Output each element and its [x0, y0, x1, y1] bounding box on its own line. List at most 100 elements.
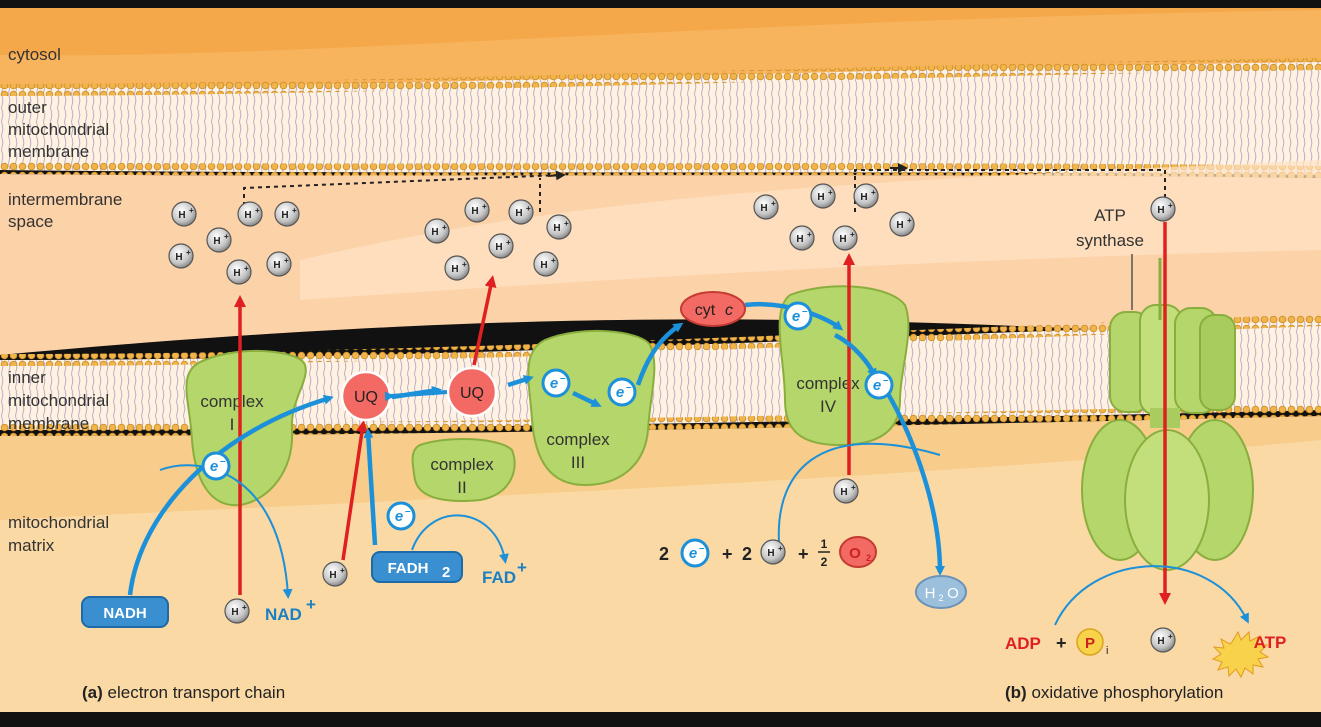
fadh2-label: FADH — [388, 560, 429, 577]
electron-marker-charge: – — [802, 306, 808, 317]
caption-b-text: oxidative phosphorylation — [1027, 683, 1224, 702]
electron-marker-label: e — [550, 375, 558, 392]
proton-ion-label: H — [860, 192, 867, 203]
fadh2-box: FADH 2 — [371, 551, 463, 583]
electron-marker-charge: – — [699, 543, 705, 554]
complex-1-numeral: I — [230, 415, 235, 434]
electron-marker-label: e — [210, 458, 218, 475]
proton-ion-charge: + — [551, 256, 556, 265]
proton-ion-label: H — [760, 203, 767, 214]
ubiquinone-2: UQ — [446, 366, 498, 418]
label-outer-3: membrane — [8, 142, 89, 161]
proton-ion-label: H — [553, 223, 560, 234]
caption-b-letter: (b) — [1005, 683, 1027, 702]
proton-ion-charge: + — [526, 204, 531, 213]
pi-sub: i — [1106, 645, 1108, 657]
electron-flow-arrows — [127, 301, 945, 596]
proton-ion-charge: + — [1168, 632, 1173, 641]
h2o-h: H — [925, 585, 936, 602]
eq-two-1: 2 — [659, 544, 669, 564]
uq-2-label: UQ — [460, 385, 484, 402]
nadh-label: NADH — [103, 605, 146, 622]
electron-marker-charge: – — [883, 375, 889, 386]
proton-ion: H+ — [533, 251, 559, 277]
electron-marker-label: e — [616, 384, 624, 401]
proton-ion-label: H — [839, 234, 846, 245]
fad-label: FAD — [482, 568, 516, 587]
proton-ion-label: H — [244, 210, 251, 221]
cytc-label-a: cyt — [695, 302, 716, 319]
caption-a-text: electron transport chain — [103, 683, 285, 702]
proton-ion-charge: + — [284, 256, 289, 265]
electron-marker: e– — [541, 368, 571, 398]
proton-ion: H+ — [168, 243, 194, 269]
proton-ion-charge: + — [778, 544, 783, 553]
proton-ion-charge: + — [564, 219, 569, 228]
proton-ion: H+ — [171, 201, 197, 227]
electron-marker: e– — [201, 451, 231, 481]
label-outer-2: mitochondrial — [8, 120, 109, 139]
proton-ion-label: H — [817, 192, 824, 203]
nad-plus: + — [306, 595, 316, 614]
electron-markers: e–e–e–e–e–e–e– — [201, 301, 894, 568]
oxygen-equation: 2 + 2 + 1 2 O 2 — [659, 536, 877, 569]
caption-b: (b) oxidative phosphorylation — [1005, 683, 1223, 702]
proton-ion: H+ — [424, 218, 450, 244]
proton-ion-label: H — [273, 260, 280, 271]
proton-ion-charge: + — [292, 206, 297, 215]
proton-ion: H+ — [789, 225, 815, 251]
complex-2: complex II — [411, 437, 516, 502]
complex-3-numeral: III — [571, 453, 585, 472]
label-inner-3: membrane — [8, 414, 89, 433]
proton-ion-label: H — [1157, 636, 1164, 647]
proton-pump-arrows — [234, 222, 1171, 605]
proton-ion: H+ — [832, 225, 858, 251]
h2o-sub: 2 — [938, 593, 943, 603]
proton-ion-label: H — [471, 206, 478, 217]
uq-1-label: UQ — [354, 389, 378, 406]
electron-marker-label: e — [792, 308, 800, 325]
complex-2-label: complex — [430, 455, 494, 474]
ubiquinone-1: UQ — [340, 370, 392, 422]
nad-label-group: NAD + — [265, 595, 316, 624]
proton-ion: H+ — [226, 259, 252, 285]
proton-ion-label: H — [540, 260, 547, 271]
complex-3: complex III — [527, 330, 656, 487]
proton-ion-label: H — [178, 210, 185, 221]
proton-ion-charge: + — [851, 483, 856, 492]
proton-ion-charge: + — [340, 566, 345, 575]
atp-synthase-label-2: synthase — [1076, 231, 1144, 250]
complex-1-label: complex — [200, 392, 264, 411]
proton-ion: H+ — [266, 251, 292, 277]
electron-marker-charge: – — [220, 456, 226, 467]
electron-marker-label: e — [395, 508, 403, 525]
proton-ion: H+ — [889, 211, 915, 237]
proton-ion: H+ — [1150, 196, 1176, 222]
water-molecule: H 2 O — [915, 575, 967, 609]
electron-marker: e– — [607, 377, 637, 407]
o2-label: O — [849, 545, 861, 562]
proton-ion-label: H — [431, 227, 438, 238]
label-matrix-1: mitochondrial — [8, 513, 109, 532]
atp-burst — [1211, 630, 1270, 679]
proton-ion-label: H — [515, 208, 522, 219]
nad-label: NAD — [265, 605, 302, 624]
proton-ion-label: H — [329, 570, 336, 581]
eq-half-den: 2 — [821, 555, 828, 569]
proton-ion-charge: + — [189, 206, 194, 215]
proton-ion-label: H — [1157, 205, 1164, 216]
complex-4-label: complex — [796, 374, 860, 393]
adp-label: ADP — [1005, 634, 1041, 653]
proton-ion-label: H — [213, 236, 220, 247]
proton-ion-charge: + — [462, 260, 467, 269]
atp-synthase-label-1: ATP — [1094, 206, 1126, 225]
proton-ion-charge: + — [186, 248, 191, 257]
h2o-o: O — [947, 585, 959, 602]
atp-label: ATP — [1254, 633, 1287, 652]
caption-a: (a) electron transport chain — [82, 683, 285, 702]
proton-ion: H+ — [760, 539, 786, 565]
fad-plus: + — [517, 558, 527, 577]
electron-marker-charge: – — [560, 373, 566, 384]
